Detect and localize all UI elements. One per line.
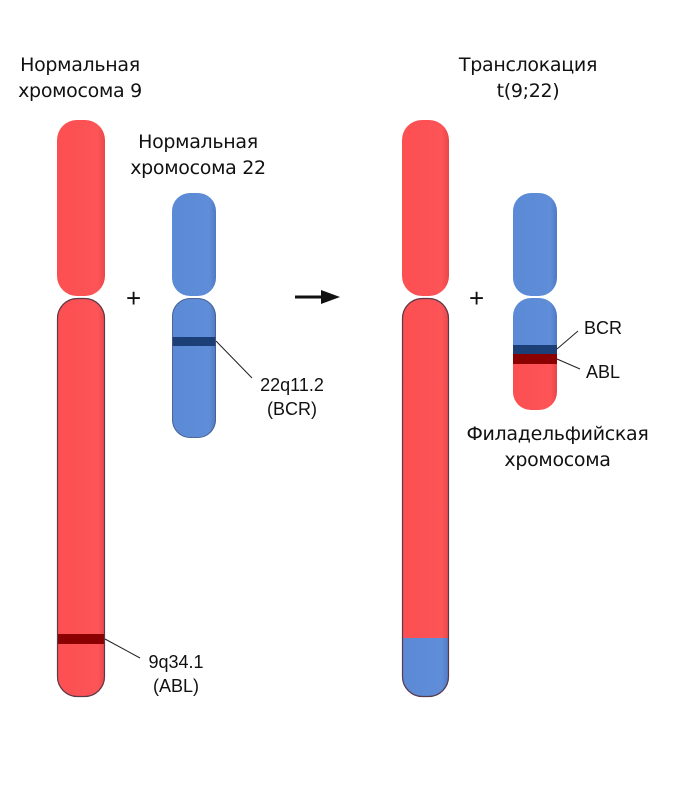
der9-p-arm bbox=[402, 120, 449, 296]
chromosome-22-normal bbox=[172, 193, 216, 438]
title-normal-chr9: Нормальная хромосома 9 bbox=[0, 52, 160, 104]
title-line: Нормальная bbox=[20, 54, 140, 76]
ph-q-arm-red bbox=[513, 364, 557, 410]
pointer-line-bcr bbox=[556, 330, 579, 350]
title-line: Транслокация bbox=[458, 54, 598, 76]
chr22-p-arm bbox=[172, 193, 216, 296]
chr22-bcr-band bbox=[172, 337, 216, 346]
label-abl-locus: 9q34.1 (ABL) bbox=[138, 650, 214, 698]
title-line: t(9;22) bbox=[496, 80, 560, 102]
plus-sign-right: + bbox=[469, 283, 485, 313]
ph-bcr-band bbox=[513, 345, 557, 354]
arrow-right-icon bbox=[295, 290, 340, 304]
label-line: 22q11.2 bbox=[260, 375, 324, 395]
pointer-line-abl-locus bbox=[104, 638, 141, 659]
chromosome-9-derivative bbox=[401, 120, 450, 698]
der9-q-arm bbox=[402, 298, 449, 638]
label-bcr: BCR bbox=[584, 318, 623, 338]
title-translocation: Транслокация t(9;22) bbox=[443, 52, 613, 104]
ph-q-arm-blue bbox=[513, 298, 557, 345]
label-line: 9q34.1 bbox=[148, 652, 204, 672]
title-normal-chr22: Нормальная хромосома 22 bbox=[118, 129, 278, 181]
title-line: хромосома 22 bbox=[130, 157, 266, 179]
pointer-line-bcr-locus bbox=[215, 340, 253, 379]
chromosome-9-normal bbox=[56, 120, 106, 698]
label-bcr-locus: 22q11.2 (BCR) bbox=[252, 373, 332, 421]
title-line: хромосома 9 bbox=[18, 80, 142, 102]
title-line: хромосома bbox=[504, 449, 611, 471]
plus-sign-left: + bbox=[126, 283, 142, 313]
chr22-q-arm bbox=[172, 298, 216, 438]
label-line: (ABL) bbox=[152, 676, 199, 696]
chr22-q-outline bbox=[172, 298, 216, 438]
ph-p-arm bbox=[513, 193, 557, 296]
title-line: Нормальная bbox=[138, 131, 258, 153]
chr9-q-arm bbox=[57, 298, 105, 697]
label-line: (BCR) bbox=[267, 399, 317, 419]
title-line: Филадельфийская bbox=[466, 423, 649, 445]
chr9-q-outline bbox=[56, 297, 106, 698]
der9-q-outline bbox=[401, 297, 450, 698]
label-abl: ABL bbox=[586, 362, 621, 382]
ph-abl-band bbox=[513, 354, 557, 364]
chr9-abl-band bbox=[57, 634, 105, 644]
title-philadelphia: Филадельфийская хромосома bbox=[450, 421, 665, 473]
der9-chr22-segment bbox=[402, 638, 449, 697]
pointer-line-abl bbox=[556, 358, 581, 370]
chr9-p-arm bbox=[57, 120, 105, 296]
philadelphia-chromosome bbox=[513, 193, 557, 410]
